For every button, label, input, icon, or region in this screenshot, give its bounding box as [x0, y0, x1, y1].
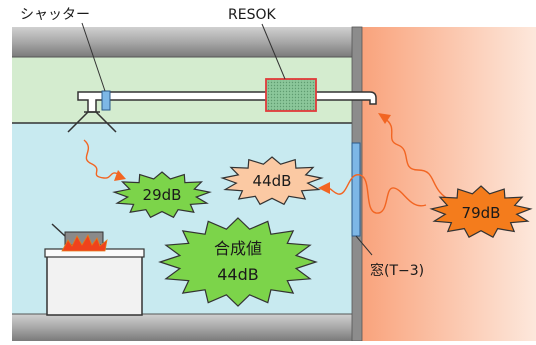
combined-value: 44dB — [217, 265, 259, 284]
resok-leader — [261, 23, 286, 80]
burst-44db-window: 44dB — [220, 156, 324, 206]
level-29db: 29dB — [143, 186, 182, 204]
window-frame — [351, 142, 361, 237]
upper-slab — [12, 27, 362, 57]
burst-79db: 79dB — [429, 185, 533, 239]
sound-path-outdoor-to-duct — [383, 117, 453, 202]
shutter-leader — [81, 22, 106, 92]
sound-path-diffuser-to-room — [83, 139, 119, 179]
label-resok: RESOK — [228, 7, 276, 23]
lower-slab — [12, 314, 362, 341]
shutter — [101, 90, 111, 111]
pot-handle — [51, 223, 66, 237]
sound-arrow-window — [318, 182, 330, 194]
level-79db: 79dB — [462, 204, 501, 222]
outdoor-area — [362, 27, 536, 341]
resok-unit — [265, 78, 317, 112]
diffuser — [67, 111, 117, 133]
counter — [46, 252, 143, 316]
sound-arrow-duct-inlet — [378, 113, 391, 124]
window-leader — [355, 235, 373, 256]
label-window: 窓(T−3) — [370, 262, 424, 279]
label-shutter: シャッター — [20, 7, 90, 23]
level-44db-window: 44dB — [253, 172, 292, 190]
combined-title: 合成値 — [214, 239, 262, 258]
burst-29db: 29dB — [112, 171, 212, 219]
fire-icon — [61, 234, 108, 252]
burst-combined: 合成値 44dB — [158, 217, 318, 307]
sound-path-outdoor-to-window — [325, 174, 427, 214]
sound-arrow-room — [114, 170, 126, 181]
